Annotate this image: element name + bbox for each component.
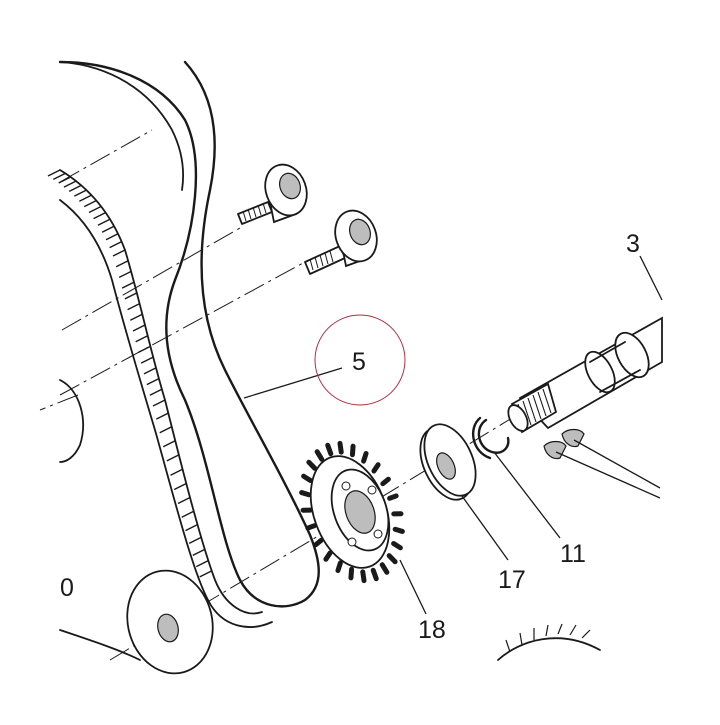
belt-tooth bbox=[48, 170, 60, 176]
sprocket-tooth bbox=[338, 563, 340, 571]
belt-tooth bbox=[106, 234, 118, 240]
belt-tooth bbox=[163, 441, 175, 447]
sprocket-tooth bbox=[340, 443, 341, 452]
belt-tooth bbox=[193, 549, 205, 555]
belt-tooth bbox=[84, 201, 96, 207]
belt-tooth bbox=[189, 537, 201, 543]
sprocket-tooth bbox=[309, 462, 315, 468]
belt-tooth bbox=[160, 427, 172, 433]
sprocket-tooth bbox=[374, 465, 378, 471]
belt-tooth bbox=[196, 561, 208, 567]
belt-tooth bbox=[69, 185, 81, 191]
sprocket-tooth bbox=[351, 569, 352, 578]
belt-tooth bbox=[130, 314, 142, 320]
sprocket-tooth bbox=[302, 493, 309, 495]
belt-tooth bbox=[182, 511, 194, 517]
belt-tooth bbox=[98, 219, 110, 225]
callout-11: 11 bbox=[560, 542, 586, 567]
belt-tooth bbox=[64, 181, 76, 187]
belt-tooth bbox=[125, 293, 137, 299]
belt-tooth bbox=[74, 190, 86, 196]
callout-5: 5 bbox=[352, 350, 366, 375]
belt-tooth bbox=[138, 346, 150, 352]
belt-tooth bbox=[200, 571, 212, 577]
callout-0: 0 bbox=[60, 576, 74, 601]
camshaft bbox=[504, 318, 662, 434]
sprocket-tooth bbox=[317, 452, 322, 460]
sprocket-tooth bbox=[395, 529, 402, 531]
sprocket-tooth bbox=[390, 496, 397, 498]
sprocket-tooth bbox=[364, 453, 366, 461]
belt-tooth bbox=[116, 261, 128, 267]
belt-tooth bbox=[119, 271, 131, 277]
flange-bolt-upper bbox=[238, 159, 314, 224]
sprocket-tooth bbox=[389, 556, 395, 562]
callout-18: 18 bbox=[418, 618, 446, 643]
sprocket-tooth bbox=[308, 526, 315, 528]
belt-tooth bbox=[110, 242, 122, 248]
belt-tooth bbox=[53, 173, 65, 179]
belt-tooth bbox=[150, 389, 162, 395]
sprocket-tooth bbox=[382, 565, 387, 573]
belt-tooth bbox=[156, 413, 168, 419]
belt-teeth bbox=[48, 170, 212, 577]
sprocket-tooth bbox=[352, 446, 353, 455]
sprocket-tooth bbox=[363, 572, 364, 581]
belt-tooth bbox=[122, 282, 134, 288]
belt-tooth bbox=[167, 455, 179, 461]
timing-belt bbox=[48, 62, 319, 627]
belt-tooth bbox=[178, 498, 190, 504]
belt-tooth bbox=[128, 304, 140, 310]
sprocket-tooth bbox=[326, 553, 330, 559]
belt-tooth bbox=[147, 379, 159, 385]
belt-tooth bbox=[153, 400, 165, 406]
belt-tooth bbox=[136, 336, 148, 342]
woodruff-keys bbox=[544, 430, 584, 459]
sprocket-tooth bbox=[394, 544, 401, 548]
belt-tooth bbox=[59, 177, 71, 183]
sprocket-tooth bbox=[383, 479, 389, 484]
flange-bolt-lower bbox=[305, 205, 384, 274]
pulley-edge-left bbox=[60, 380, 83, 462]
belt-tooth bbox=[171, 469, 183, 475]
belt-tooth bbox=[144, 368, 156, 374]
belt-tooth bbox=[185, 525, 197, 531]
belt-tooth bbox=[94, 213, 106, 219]
belt-tooth bbox=[133, 325, 145, 331]
sprocket-tooth bbox=[316, 540, 322, 545]
belt-tooth bbox=[141, 357, 153, 363]
toothed-sprocket bbox=[296, 443, 403, 580]
callout-17: 17 bbox=[498, 568, 526, 593]
belt-tooth bbox=[89, 206, 101, 212]
sprocket-tooth bbox=[373, 570, 376, 578]
callout-3: 3 bbox=[626, 232, 640, 257]
belt-tooth bbox=[174, 483, 186, 489]
belt-tooth bbox=[79, 195, 91, 201]
sprocket-tooth bbox=[304, 476, 311, 480]
sprocket-tooth bbox=[328, 445, 331, 453]
lower-gear-fragment bbox=[498, 624, 600, 660]
belt-tooth bbox=[102, 226, 114, 232]
belt-tooth bbox=[113, 250, 125, 256]
